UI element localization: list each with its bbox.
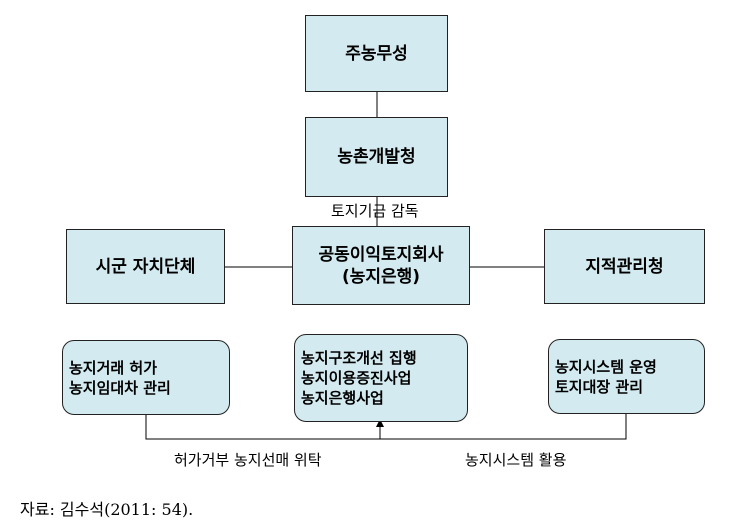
right-tasks-box: 농지시스템 운영 토지대장 관리 (548, 339, 705, 414)
fund-supervision-label: 토지기금 감독 (331, 202, 419, 220)
permit-preemption-label: 허가거부 농지선매 위탁 (174, 451, 322, 469)
company-box: 공동이익토지회사 (농지은행) (292, 226, 470, 305)
rural-dev-box: 농촌개발청 (305, 117, 448, 197)
system-use-label: 농지시스템 활용 (465, 451, 567, 469)
local-gov-box: 시군 자치단체 (66, 229, 225, 304)
left-tasks-box: 농지거래 허가 농지임대차 관리 (62, 340, 230, 415)
center-tasks-box: 농지구조개선 집행 농지이용증진사업 농지은행사업 (294, 334, 468, 422)
cadastre-box: 지적관리청 (544, 229, 705, 304)
line-feedback-to-center (145, 414, 627, 440)
source-note: 자료: 김수석(2011: 54). (20, 500, 194, 519)
ministry-box: 주농무성 (305, 15, 448, 92)
